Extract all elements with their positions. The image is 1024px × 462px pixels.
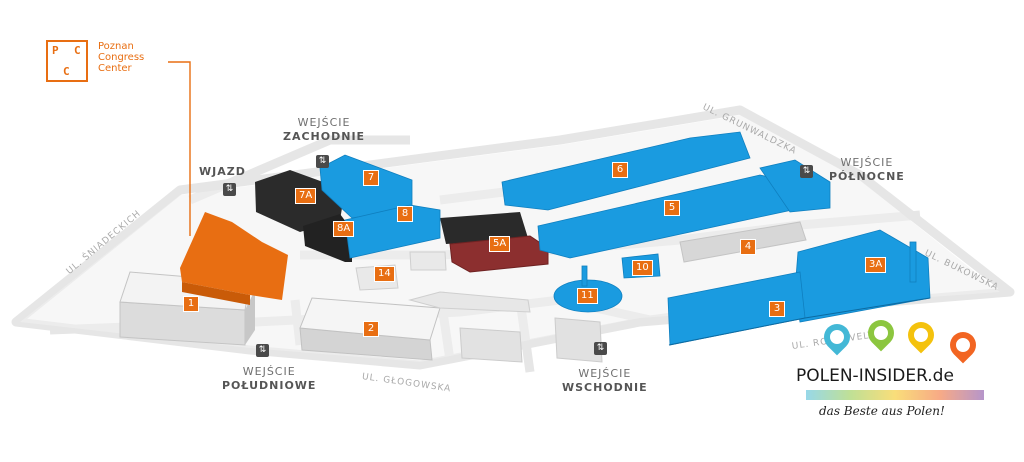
entrance-north-label: WEJŚCIE PÓŁNOCNE [829,156,905,184]
logo-leader-line [168,61,191,236]
smiley-pin-icon [818,318,856,356]
pcc-mark-p: P [52,44,59,57]
polen-insider-name: POLEN-INSIDER.de [796,366,954,386]
building-7-label[interactable]: 7 [363,170,379,186]
pcc-wordmark: Poznan Congress Center [98,41,144,74]
entrance-east-arrows-icon: ⇅ [594,342,607,355]
congress-center-building [180,212,288,305]
building-5-label[interactable]: 5 [664,200,680,216]
building-1-label[interactable]: 1 [183,296,199,312]
entrance-south-line2: POŁUDNIOWE [222,379,317,392]
drive-in-label: WJAZD [199,165,246,179]
entrance-east-label: WEJŚCIE WSCHODNIE [562,367,648,395]
entrance-west-label: WEJŚCIE ZACHODNIE [283,116,365,144]
entrance-east-line2: WSCHODNIE [562,381,648,394]
entrance-north-arrows-icon: ⇅ [800,165,813,178]
polen-insider-slogan: das Beste aus Polen! [819,404,945,418]
pcc-mark-c2: C [63,65,70,78]
pcc-mark: P C C [46,40,88,82]
entrance-south-line1: WEJŚCIE [242,365,296,378]
entrance-south-label: WEJŚCIE POŁUDNIOWE [222,365,316,393]
entrance-east-line1: WEJŚCIE [578,367,632,380]
poznan-congress-center-logo: P C C Poznan Congress Center [46,40,186,92]
building-4-label[interactable]: 4 [740,239,756,255]
apple-pin-icon [944,326,982,364]
entrance-north-line1: WEJŚCIE [840,156,894,169]
pcc-mark-c1: C [74,44,81,57]
entrance-west-arrows-icon: ⇅ [316,155,329,168]
pcc-word-poznan: Poznan [98,41,134,52]
entrance-west-line2: ZACHODNIE [283,130,366,143]
east-wing-shadow [668,297,931,346]
entrance-west-line1: WEJŚCIE [297,116,351,129]
building-2-label[interactable]: 2 [363,321,379,337]
building-7a-label[interactable]: 7A [295,188,317,204]
building-3-label[interactable]: 3 [769,301,785,317]
building-10-label[interactable]: 10 [632,260,653,276]
building-6-label[interactable]: 6 [612,162,628,178]
building-14-label[interactable]: 14 [374,266,395,282]
pavilion-5a-shape [449,235,549,273]
building-11-label[interactable]: 11 [577,288,598,304]
polen-insider-swash [806,390,984,400]
drive-in-text: WJAZD [199,165,246,178]
building-3a-label[interactable]: 3A [865,257,887,273]
pcc-word-congress: Congress [98,52,145,63]
building-8a-label[interactable]: 8A [333,221,355,237]
entrance-south-arrows-icon: ⇅ [256,344,269,357]
blue-pavilions [319,131,931,346]
building-8-label[interactable]: 8 [397,206,413,222]
cart-pin-icon [902,316,940,354]
cutlery-pin-icon [862,314,900,352]
polen-insider-logo: POLEN-INSIDER.de das Beste aus Polen! [796,314,996,438]
building-5a-label[interactable]: 5A [489,236,511,252]
drive-in-arrows-icon: ⇅ [223,183,236,196]
pcc-word-center: Center [98,63,132,74]
entrance-north-line2: PÓŁNOCNE [829,170,905,183]
